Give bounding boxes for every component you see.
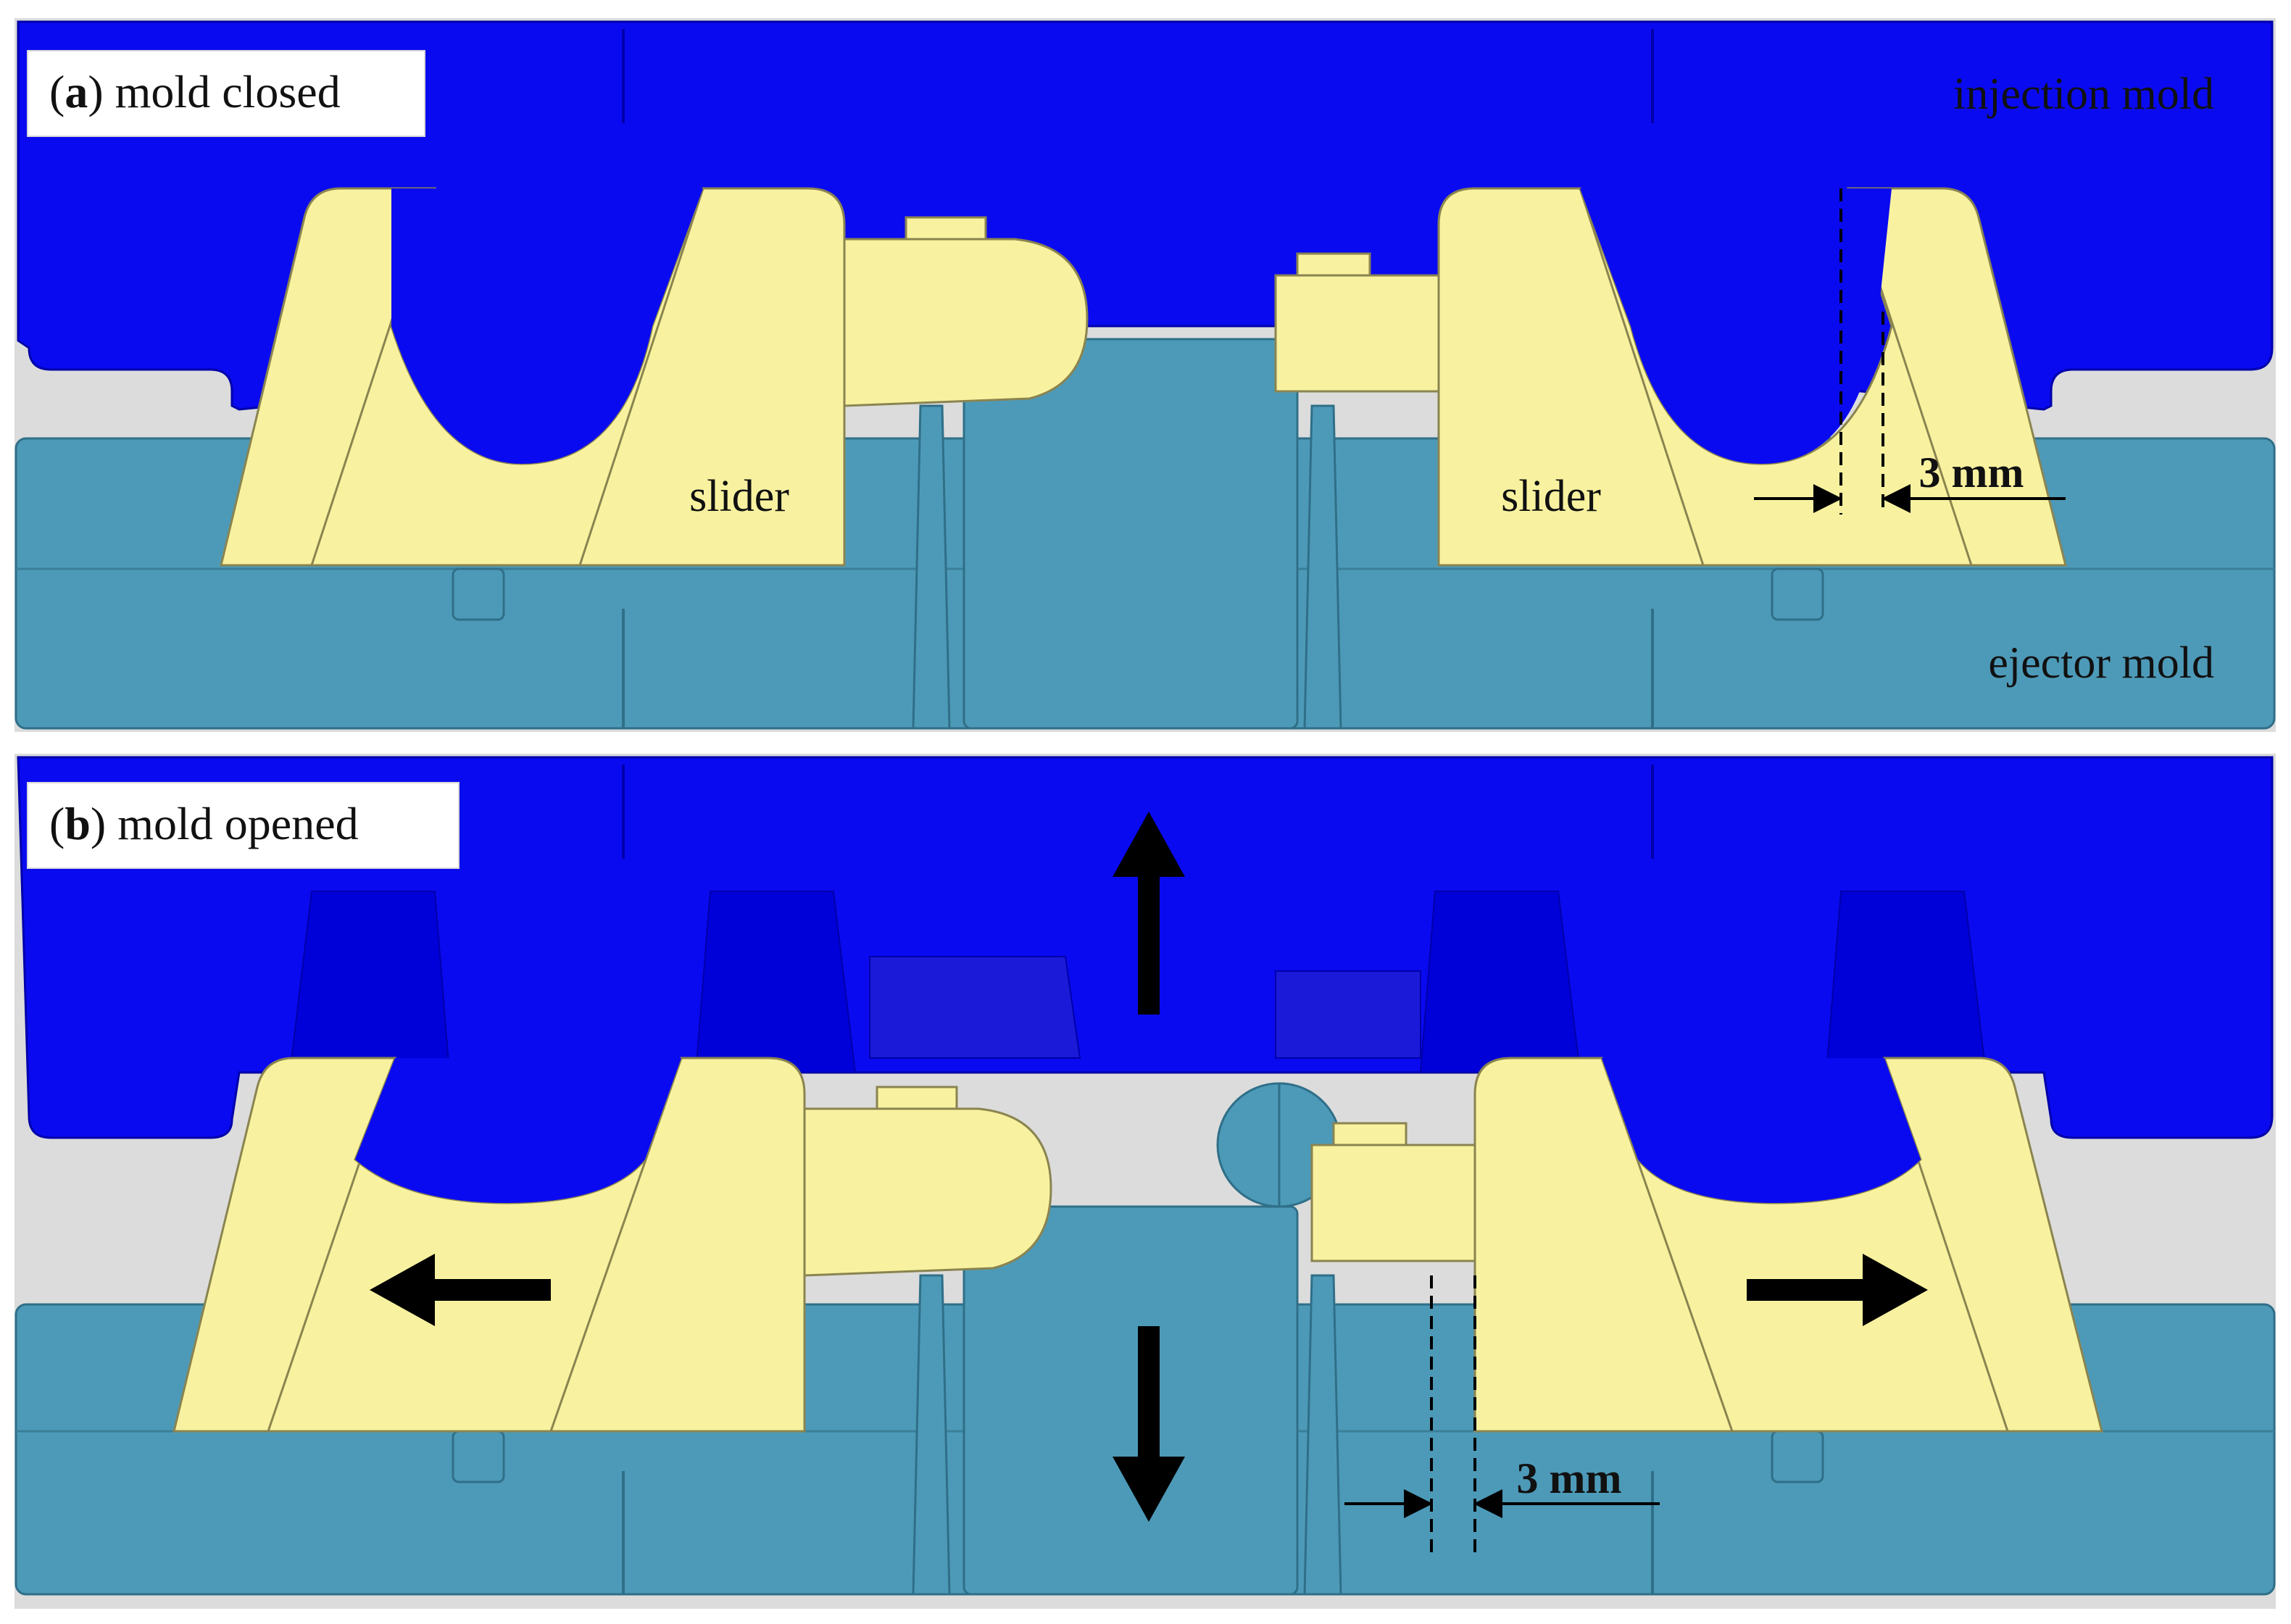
panel-b-label-box xyxy=(27,782,460,869)
panel-b-label: (b) mold opened xyxy=(27,782,460,869)
slider-left-b xyxy=(172,1057,1052,1433)
ejector-mold-label: ejector mold xyxy=(1988,638,2214,688)
panel-b: (b) mold opened 3 mm xyxy=(14,754,2276,1609)
arrow-right xyxy=(1747,1254,1928,1326)
panel-a: (a) mold closed injection mold ejector m… xyxy=(14,18,2276,732)
slider-right-b xyxy=(1310,1057,2103,1433)
cavity-left-a xyxy=(391,188,703,464)
cavity-right-b xyxy=(1602,1058,1921,1203)
cavity-right-a xyxy=(1580,188,1892,464)
panel-a-label: (a) mold closed xyxy=(27,50,425,137)
panel-a-label-box xyxy=(27,50,425,137)
dimension-bottom-label: 3 mm xyxy=(1517,1454,1622,1502)
dimension-top xyxy=(1754,188,2066,515)
slider-left-label: slider xyxy=(689,472,789,521)
slider-right-a xyxy=(1274,187,2067,567)
panel-b-caption: (b) mold opened xyxy=(49,798,359,849)
dimension-top-label: 3 mm xyxy=(1919,449,2024,496)
dimension-bottom xyxy=(1344,1275,1660,1558)
panel-a-caption: (a) mold closed xyxy=(49,66,341,117)
injection-mold-label: injection mold xyxy=(1953,70,2214,119)
arrow-up xyxy=(1113,812,1185,1015)
arrow-left xyxy=(370,1254,551,1326)
arrow-down xyxy=(1113,1326,1185,1522)
slider-right-label: slider xyxy=(1501,472,1601,521)
slider-left-a xyxy=(220,187,1089,567)
cavity-left-b xyxy=(355,1058,681,1203)
